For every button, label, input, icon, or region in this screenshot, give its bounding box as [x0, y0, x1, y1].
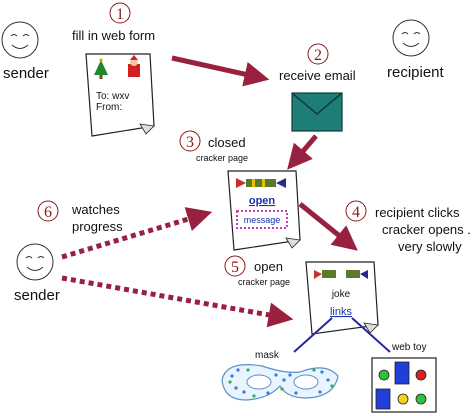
link-line-to-mask [293, 317, 333, 353]
open-link[interactable]: open [249, 195, 276, 207]
recipient-face-icon [392, 19, 430, 57]
step-5-label: open [254, 259, 283, 274]
web-form-page: To: wxv From: [85, 53, 155, 137]
svg-text:2: 2 [314, 47, 322, 64]
step-5-sublabel: cracker page [238, 277, 290, 287]
mask-label: mask [255, 350, 280, 361]
recipient-label: recipient [387, 64, 445, 81]
closed-cracker-page: open message [227, 170, 301, 251]
step-4-line-2: cracker opens ... [382, 222, 472, 237]
tree-icon [94, 58, 108, 79]
step-3-number: 3 [179, 130, 201, 152]
svg-text:4: 4 [352, 204, 360, 221]
svg-text:6: 6 [44, 204, 52, 221]
step-6-line-2: progress [72, 219, 123, 234]
step-4-line-3: very slowly [398, 239, 462, 254]
step-1-label: fill in web form [72, 28, 155, 43]
from-field: From: [96, 102, 122, 113]
sender-bottom-label: sender [14, 287, 60, 304]
svg-text:1: 1 [116, 6, 124, 23]
open-cracker-icon [314, 270, 368, 279]
step-5-number: 5 [224, 255, 246, 277]
step-1-number: 1 [109, 2, 131, 24]
step-6-number: 6 [37, 200, 59, 222]
open-cracker-page: joke links [305, 261, 379, 335]
watch-arrow-to-closed [61, 207, 213, 260]
sender-bottom-face-icon [16, 243, 54, 281]
step-3-label: closed [208, 135, 246, 150]
santa-icon [128, 55, 140, 77]
sender-face-icon [1, 21, 39, 59]
to-field: To: wxv [96, 91, 129, 102]
arrow-closed-to-open [298, 202, 358, 251]
step-4-line-1: recipient clicks [375, 205, 460, 220]
watch-arrow-to-open [61, 275, 294, 328]
svg-text:3: 3 [186, 134, 194, 151]
web-toy-icon [371, 357, 437, 413]
mask-icon [221, 364, 339, 401]
step-6-line-1: watches [71, 202, 120, 217]
joke-label: joke [331, 289, 351, 300]
arrow-email-to-closed [287, 134, 318, 170]
step-2-label: receive email [279, 68, 356, 83]
svg-text:5: 5 [231, 259, 239, 276]
step-4-number: 4 [345, 200, 367, 222]
link-line-to-webtoy [351, 317, 391, 353]
envelope-icon [291, 92, 343, 132]
cracker-icon [236, 178, 286, 188]
links-link[interactable]: links [330, 306, 353, 318]
step-3-sublabel: cracker page [196, 153, 248, 163]
web-toy-label: web toy [391, 342, 426, 353]
step-2-number: 2 [307, 43, 329, 65]
arrow-form-to-email [171, 55, 270, 87]
sender-label: sender [3, 65, 49, 82]
message-label: message [244, 215, 281, 225]
